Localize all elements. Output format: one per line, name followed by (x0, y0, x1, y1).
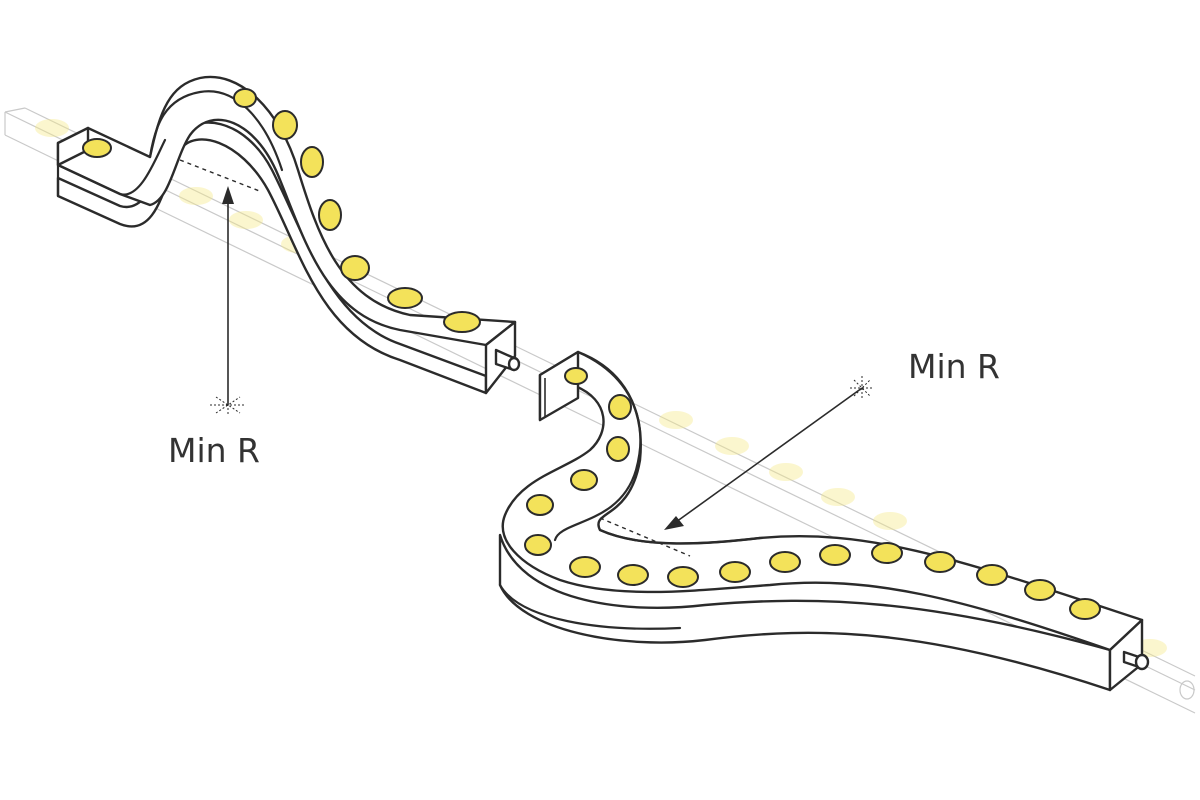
led (819, 544, 851, 566)
min-r-label-left: Min R (168, 431, 260, 470)
min-radius-annotation-left: Min R (168, 159, 263, 470)
ghost-led (769, 463, 803, 481)
min-r-label-right: Min R (908, 347, 1000, 386)
led (272, 110, 298, 140)
led (443, 311, 481, 333)
ghost-led (821, 488, 855, 506)
led (564, 367, 588, 385)
left-bent-strip-segment (56, 75, 521, 395)
led (233, 88, 257, 108)
right-segment-connector-pin (1134, 653, 1150, 671)
led (300, 146, 324, 178)
right-segment-leds (524, 367, 1101, 620)
led (617, 564, 649, 586)
ghost-led (229, 211, 263, 229)
min-radius-annotation-right: Min R (599, 347, 1000, 557)
left-segment-leds (82, 88, 481, 333)
led (526, 494, 554, 516)
led (667, 566, 699, 588)
led (318, 199, 342, 231)
led (82, 138, 112, 158)
led (606, 436, 630, 462)
ghost-led (873, 512, 907, 530)
led (1069, 598, 1101, 620)
led (871, 542, 903, 564)
led (569, 556, 601, 578)
right-bent-strip-segment (498, 350, 1150, 692)
ghost-led (35, 119, 69, 137)
led (769, 551, 801, 573)
ghost-led (659, 411, 693, 429)
ghost-led (179, 187, 213, 205)
led (719, 561, 751, 583)
led (924, 551, 956, 573)
ghost-led (715, 437, 749, 455)
ghost-end-connector (1179, 680, 1195, 700)
led (570, 469, 598, 491)
led (608, 394, 632, 420)
led (387, 287, 423, 309)
led (340, 255, 370, 281)
led (524, 534, 552, 556)
led (1024, 579, 1056, 601)
left-segment-connector-pin (507, 356, 521, 372)
led (976, 564, 1008, 586)
